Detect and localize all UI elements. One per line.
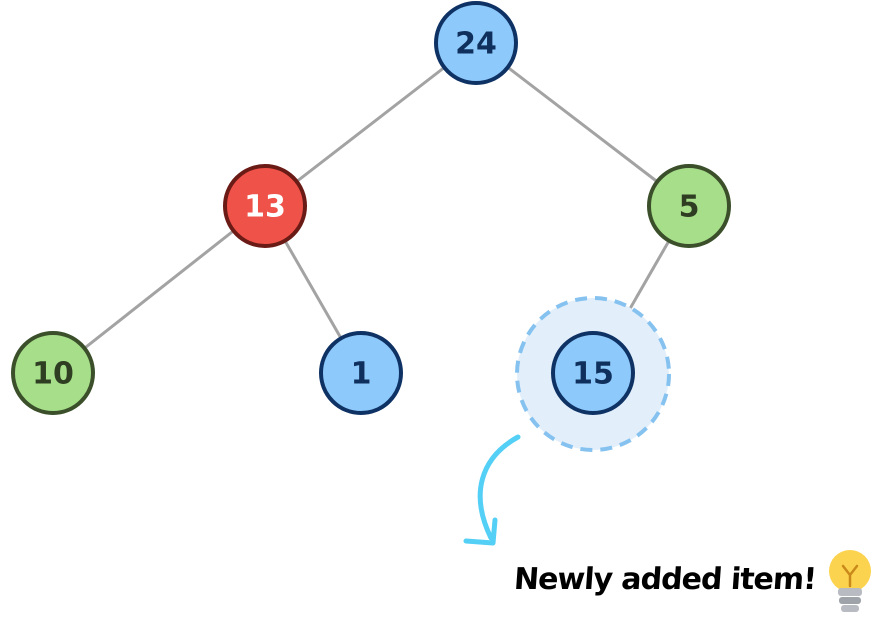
lightbulb-icon (829, 550, 871, 612)
tree-node-15: 15 (551, 331, 635, 415)
curved-arrow-icon (463, 434, 521, 546)
tree-edge-n24-n5 (475, 41, 690, 208)
tree-node-label: 24 (455, 27, 497, 62)
tree-node-circle (551, 331, 635, 415)
tree-node-circle (647, 164, 731, 248)
tree-node-24: 24 (434, 1, 518, 85)
tree-node-circle (434, 1, 518, 85)
tree-node-13: 13 (223, 164, 307, 248)
tree-node-10: 10 (11, 331, 95, 415)
tree-node-circle (223, 164, 307, 248)
tree-node-label: 1 (351, 357, 372, 392)
tree-node-circle (319, 331, 403, 415)
tree-edge-n13-n10 (52, 204, 266, 375)
tree-node-label: 15 (572, 357, 614, 392)
tree-nodes: 24 13 5 10 1 15 (11, 1, 731, 415)
tree-node-label: 5 (679, 190, 700, 225)
tree-node-5: 5 (647, 164, 731, 248)
new-item-caption: Newly added item! (512, 562, 818, 597)
tree-node-circle (11, 331, 95, 415)
tree-node-label: 13 (244, 190, 286, 225)
tree-node-1: 1 (319, 331, 403, 415)
tree-edge-n24-n13 (264, 41, 477, 208)
tree-node-label: 10 (32, 357, 74, 392)
